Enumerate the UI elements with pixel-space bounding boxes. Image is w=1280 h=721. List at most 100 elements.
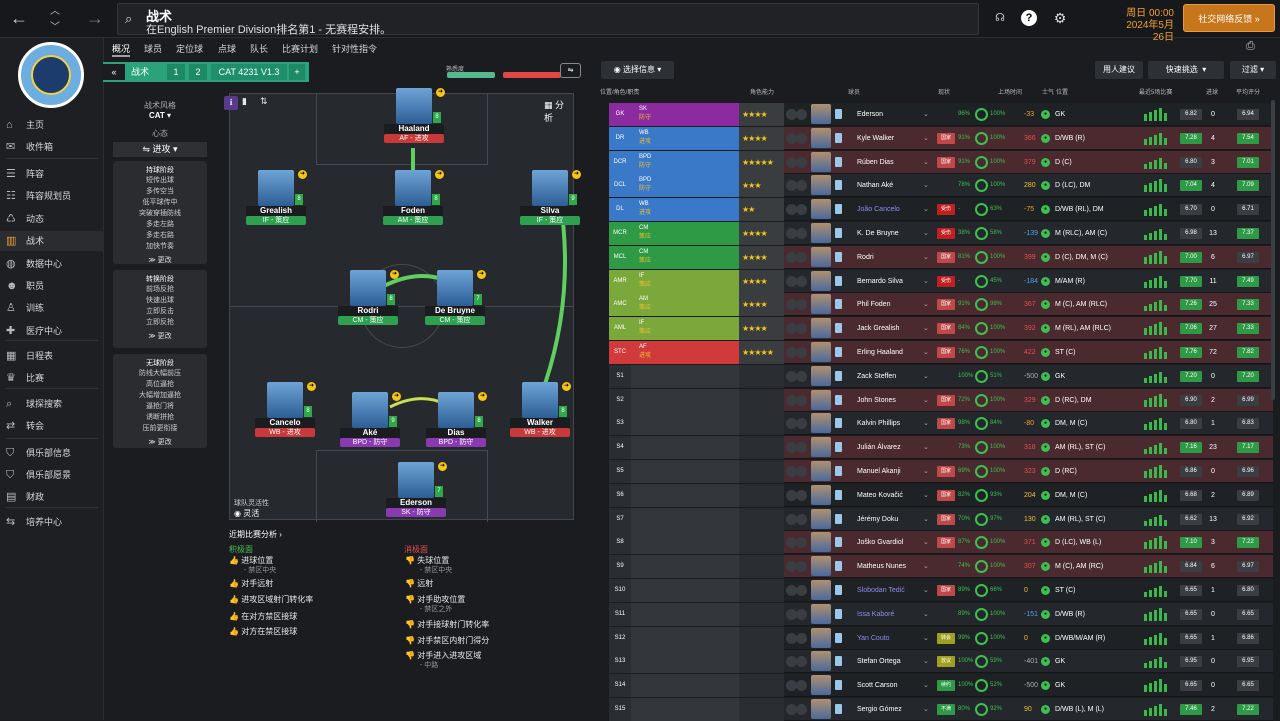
chevron-down-icon[interactable]: ⌄ [923, 277, 929, 285]
role-cell[interactable] [631, 555, 739, 579]
sidebar-item-scouting[interactable]: ⌕球探搜索 [0, 394, 104, 414]
position-cell[interactable]: DR [609, 126, 631, 150]
chevron-down-icon[interactable]: ⌄ [923, 634, 929, 642]
swap-icon[interactable] [786, 132, 797, 144]
player-role[interactable]: CM - 策应 [425, 316, 485, 325]
formation-name[interactable]: CAT 4231 V1.3 [211, 64, 287, 80]
position-cell[interactable]: AMR [609, 269, 631, 293]
swap-icon[interactable] [786, 561, 797, 573]
sidebar-item-development[interactable]: ⇆培养中心 [0, 512, 104, 532]
swap-icon[interactable] [786, 513, 797, 525]
swap-icon[interactable] [786, 704, 797, 715]
tab-captains[interactable]: 队长 [250, 44, 269, 54]
col-avg-rating[interactable]: 平均评分 [1236, 90, 1261, 96]
player-role[interactable]: BPD - 防守 [426, 438, 486, 447]
swap-icon[interactable] [786, 156, 797, 168]
col-goals[interactable]: 进球 [1206, 90, 1219, 96]
mentality-slider-icon[interactable]: ⇋ [560, 63, 581, 78]
chevron-down-icon[interactable]: ⌄ [923, 706, 929, 713]
player-name[interactable]: Rodri [857, 253, 874, 261]
sidebar-item-planner[interactable]: ☷阵容规划员 [0, 186, 104, 206]
player-name[interactable]: João Cancelo [857, 206, 900, 214]
player-name[interactable]: Sergio Gómez [857, 706, 902, 713]
position-cell[interactable]: S3 [609, 412, 631, 436]
sidebar-item-staff[interactable]: ☻职员 [0, 276, 104, 296]
player-name[interactable]: Zack Steffen [857, 372, 897, 380]
sidebar-item-transfer[interactable]: ⇄转会 [0, 416, 104, 436]
position-cell[interactable]: S5 [609, 460, 631, 483]
switch-icon[interactable] [796, 585, 807, 596]
positive-item[interactable]: 👍 进攻区域射门转化率 [229, 595, 314, 604]
out-of-possession-change[interactable]: ≫ 更改 [148, 439, 172, 446]
role-cell[interactable] [631, 364, 739, 388]
position-cell[interactable]: S10 [609, 579, 631, 602]
tab-overview[interactable]: 概况 [112, 44, 131, 57]
player-name[interactable]: Mateo Kovačić [857, 491, 903, 499]
switch-icon[interactable] [796, 513, 807, 525]
position-cell[interactable]: S8 [609, 531, 631, 555]
position-cell[interactable]: MCR [609, 222, 631, 245]
switch-icon[interactable] [796, 156, 807, 168]
analysis-title[interactable]: 近期比赛分析 › [229, 530, 282, 539]
col-role-ability[interactable]: 角色能力 [750, 90, 775, 96]
role-cell[interactable] [631, 698, 739, 721]
swap-icon[interactable] [786, 180, 797, 192]
position-cell[interactable]: S6 [609, 483, 631, 507]
player-name[interactable]: Erling Haaland [857, 349, 903, 356]
player-name[interactable]: Phil Foden [857, 301, 891, 309]
role-cell[interactable] [631, 460, 739, 483]
swap-icon[interactable] [786, 251, 797, 263]
switch-icon[interactable] [796, 608, 807, 620]
role-cell[interactable] [631, 507, 739, 531]
chevron-down-icon[interactable]: ⌄ [923, 515, 929, 523]
negative-item[interactable]: 👎 对手助攻位置 [405, 595, 466, 604]
chevron-up-icon[interactable]: ︿ [50, 6, 60, 17]
player-name[interactable]: Manuel Akanji [857, 468, 901, 475]
player-role[interactable]: BPD - 防守 [340, 438, 400, 447]
quick-pick-button[interactable]: 快速挑选 ▾ [1148, 61, 1224, 79]
col-last-5[interactable]: 最近5场比赛 [1139, 90, 1173, 96]
player-role[interactable]: IF - 策应 [520, 216, 580, 225]
suggest-button[interactable]: 用人建议 [1095, 61, 1143, 79]
tactic-slot-2[interactable]: 2 [189, 64, 207, 80]
sidebar-item-home[interactable]: ⌂主页 [0, 115, 104, 135]
role-cell[interactable] [631, 579, 739, 602]
position-cell[interactable]: STC [609, 341, 631, 364]
position-cell[interactable]: DCL [609, 174, 631, 198]
negative-item[interactable]: 👎 远射 [405, 579, 434, 588]
player-name[interactable]: Slobodan Tedić [857, 587, 905, 594]
player-role[interactable]: IF - 策应 [246, 216, 306, 225]
switch-icon[interactable] [796, 109, 807, 120]
position-cell[interactable]: DL [609, 198, 631, 222]
swap-icon[interactable] [786, 466, 797, 477]
swap-icon[interactable] [786, 109, 797, 120]
col-player[interactable]: 球员 [848, 90, 861, 96]
chevron-down-icon[interactable]: ﹀ [50, 22, 60, 33]
position-cell[interactable]: S2 [609, 388, 631, 412]
chevron-down-icon[interactable]: ⌄ [923, 682, 929, 690]
player-name[interactable]: Bernardo Silva [857, 277, 903, 285]
chevron-down-icon[interactable]: ⌄ [923, 325, 929, 333]
switch-icon[interactable] [796, 347, 807, 358]
swap-icon[interactable] [786, 489, 797, 501]
forward-arrow-icon[interactable]: → [86, 8, 104, 28]
col-morale[interactable]: 士气 [1042, 90, 1055, 96]
